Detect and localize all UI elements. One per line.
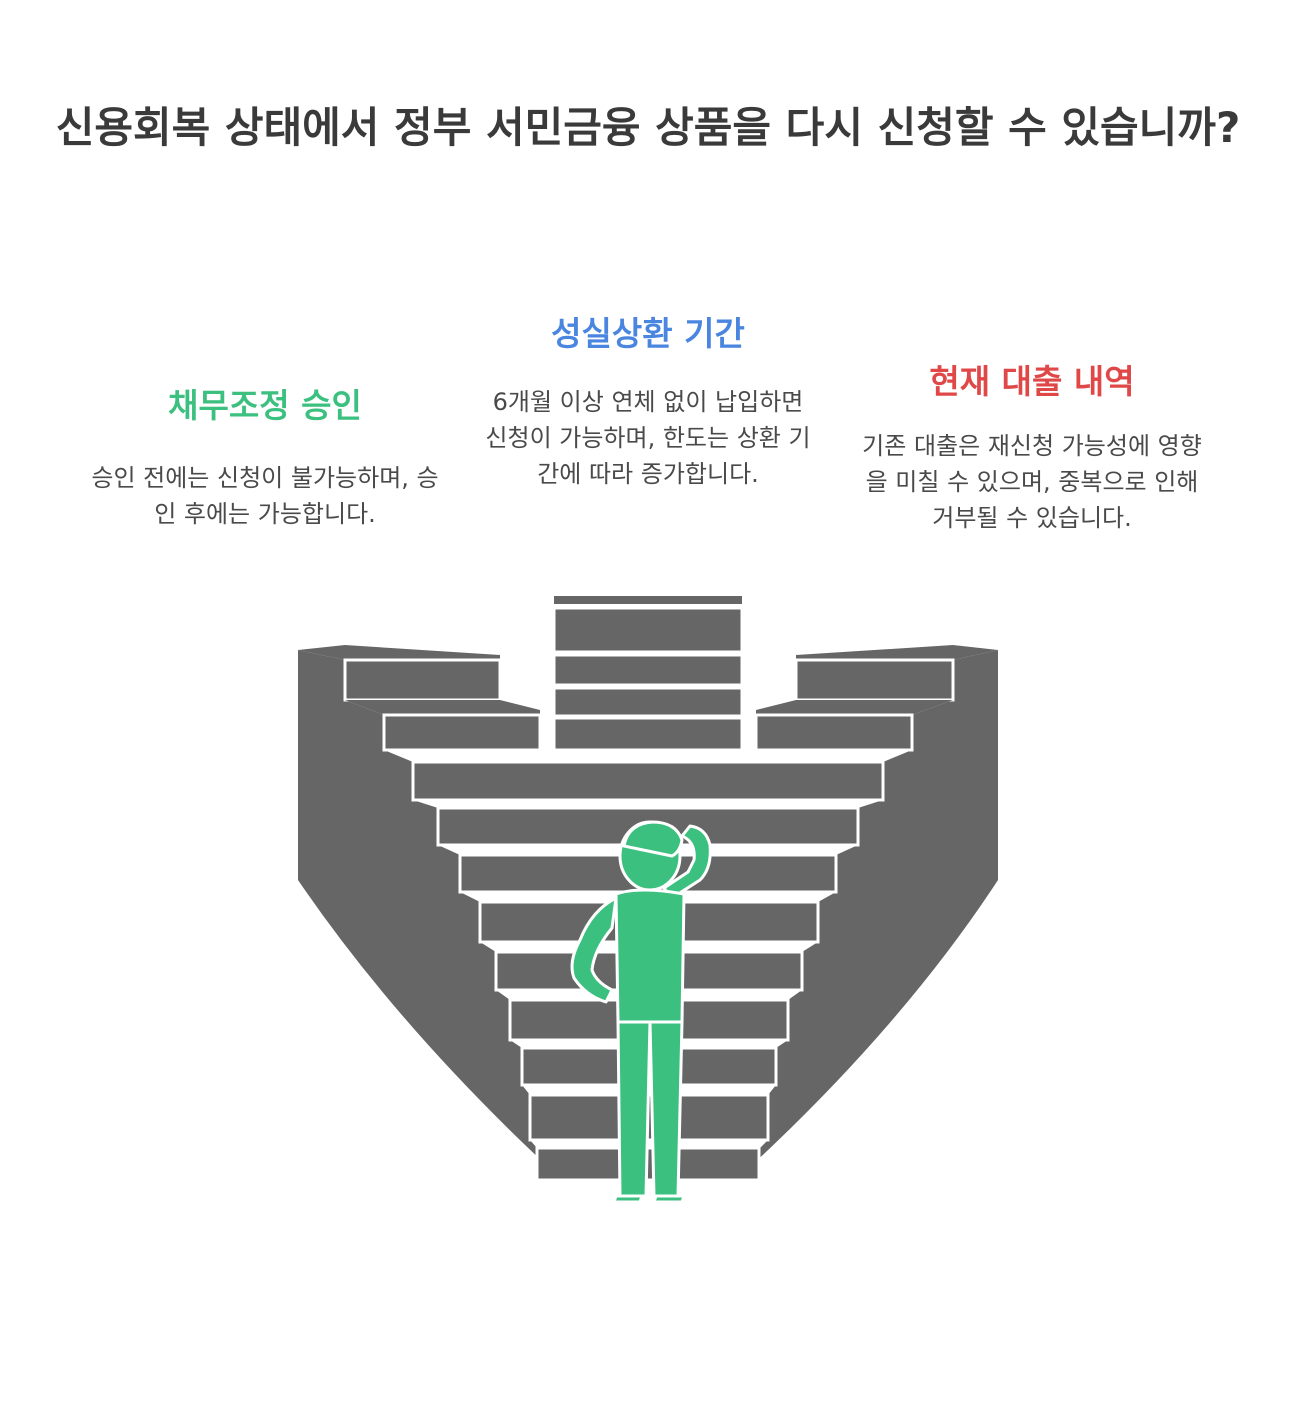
page-title: 신용회복 상태에서 정부 서민금융 상품을 다시 신청할 수 있습니까? [55,103,1241,152]
left-upper-steps [298,645,542,752]
middle-tower [552,596,744,752]
right-stair-side [738,650,998,1178]
description-debt-adjustment: 승인 전에는 신청이 불가능하며, 승인 후에는 가능합니다. [91,464,439,528]
description-repayment-period: 6개월 이상 연체 없이 납입하면 신청이 가능하며, 한도는 상환 기간에 따… [485,388,811,488]
description-current-loans: 기존 대출은 재신청 가능성에 영향을 미칠 수 있으며, 중복으로 인해 거부… [862,432,1202,532]
right-upper-steps [754,645,998,752]
heading-debt-adjustment: 채무조정 승인 [168,386,362,425]
heading-current-loans: 현재 대출 내역 [929,362,1135,401]
thinking-person-icon [570,820,712,1204]
heading-repayment-period: 성실상환 기간 [551,314,745,353]
left-stair-side [298,650,560,1178]
